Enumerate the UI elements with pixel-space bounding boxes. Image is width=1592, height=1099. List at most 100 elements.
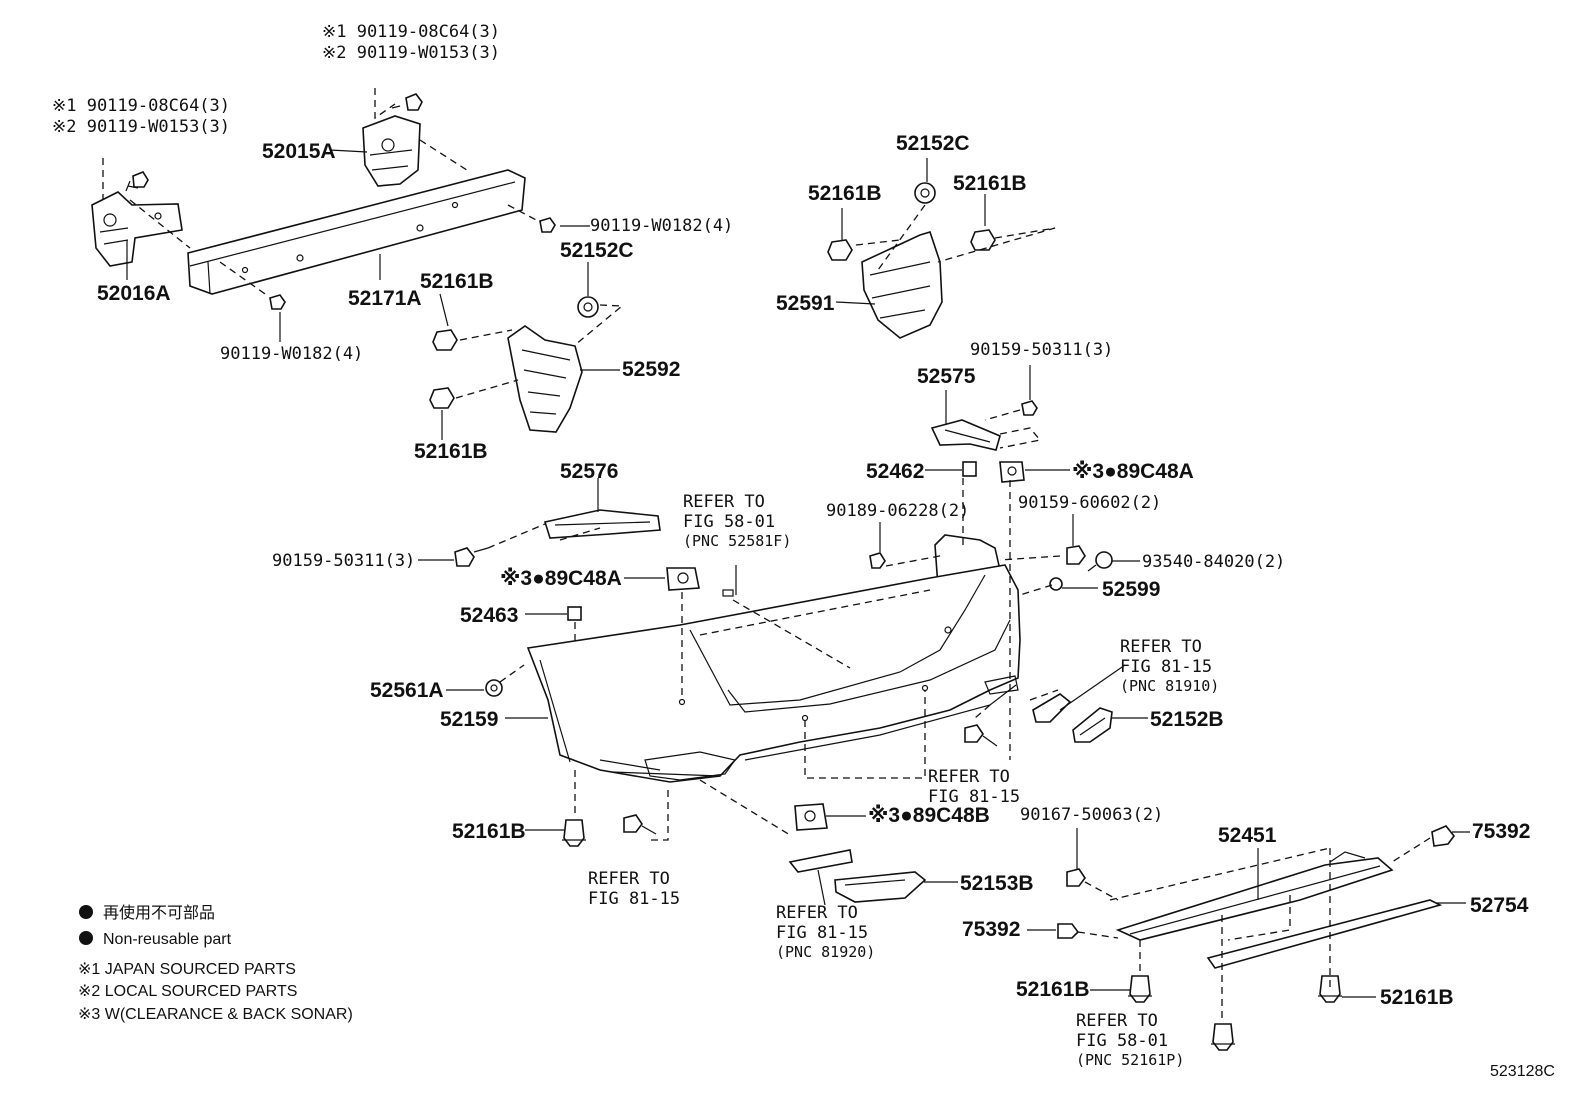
- part-label: 75392: [1472, 820, 1530, 843]
- nut-icon: [914, 182, 936, 204]
- bolt-icon: [539, 217, 556, 233]
- bolt-icon: [869, 552, 886, 569]
- part-number-label: ※2 90119-W0153(3): [52, 117, 230, 137]
- refer-line: (PNC 52161P): [1076, 1051, 1184, 1069]
- bracket-52592: [507, 325, 583, 433]
- refer-line: REFER TO: [776, 903, 858, 923]
- part-label: 52463: [460, 604, 518, 627]
- refer-line: REFER TO: [1120, 637, 1202, 657]
- part-label: 52591: [776, 292, 835, 315]
- nut-icon: [577, 296, 599, 318]
- clip-icon: [562, 819, 586, 847]
- clip-icon: [1128, 975, 1152, 1003]
- part-label: 52451: [1218, 824, 1277, 847]
- clip-icon: [1318, 975, 1342, 1003]
- clip-icon: [1057, 923, 1080, 939]
- part-label: 52592: [622, 358, 680, 381]
- part-number-label: 90119-W0182(4): [220, 344, 363, 364]
- refer-block-81-15-a: REFER TO FIG 81-15: [928, 767, 1020, 807]
- refer-line: FIG 81-15: [928, 787, 1020, 807]
- refer-line: FIG 81-15: [776, 923, 868, 943]
- retainer-89C48B: [794, 803, 828, 831]
- clip-52561A: [485, 679, 503, 697]
- bolt-icon: [125, 171, 149, 192]
- part-label: 52561A: [370, 679, 444, 702]
- refer-line: (PNC 81910): [1120, 677, 1219, 695]
- part-number-label: ※2 90119-W0153(3): [322, 43, 500, 63]
- part-label: 52159: [440, 708, 498, 731]
- part-label: 52016A: [97, 282, 171, 305]
- clip-icon: [970, 229, 996, 251]
- bolt-icon: [964, 724, 998, 747]
- figure-code: 523128C: [1490, 1063, 1555, 1080]
- bolt-icon: [1021, 400, 1038, 416]
- reflector-81910: [1032, 693, 1072, 723]
- refer-line: FIG 58-01: [683, 512, 775, 532]
- part-label: 52161B: [420, 270, 494, 293]
- nut-icon: [1087, 551, 1113, 572]
- retainer-52575: [930, 419, 1001, 451]
- part-number-label: 90159-50311(3): [272, 551, 415, 571]
- spacer-52463: [567, 606, 582, 621]
- bolt-icon: [391, 93, 423, 111]
- clip-icon: [429, 387, 455, 409]
- clip-icon: [827, 239, 853, 261]
- part-label: 75392: [962, 918, 1020, 941]
- refer-line: (PNC 81920): [776, 943, 875, 961]
- part-label: ※3●89C48A: [500, 567, 622, 590]
- part-number-label: ※1 90119-08C64(3): [322, 22, 500, 42]
- clip-icon: [1211, 1023, 1235, 1051]
- legend-line: ※2 LOCAL SOURCED PARTS: [78, 983, 297, 1000]
- nut-icon: [1049, 577, 1063, 591]
- part-label: 52171A: [348, 287, 422, 310]
- part-label: ※3●89C48B: [868, 804, 990, 827]
- refer-line: REFER TO: [588, 869, 670, 889]
- legend-line: ※3 W(CLEARANCE & BACK SONAR): [78, 1006, 353, 1023]
- bolt-icon: [454, 547, 489, 567]
- refer-line: FIG 81-15: [1120, 657, 1212, 677]
- bolt-icon: [269, 294, 286, 310]
- refer-block-81-15-81920: REFER TO FIG 81-15 (PNC 81920): [776, 903, 875, 961]
- part-label: 52152C: [560, 239, 634, 262]
- part-label: 52152C: [896, 132, 970, 155]
- leader-lines: [126, 149, 1470, 998]
- legend: 再使用不可部品 Non-reusable part ※1 JAPAN SOURC…: [78, 904, 353, 1023]
- refer-line: FIG 81-15: [588, 889, 680, 909]
- part-label: 52153B: [960, 872, 1034, 895]
- spacer-52462: [962, 461, 977, 477]
- retainer-89C48A-right: [999, 461, 1025, 483]
- refer-block-81-15-b: REFER TO FIG 81-15: [588, 869, 680, 909]
- bolt-icon: [1066, 545, 1086, 565]
- small-tab-icon: [722, 589, 734, 597]
- part-number-label: 90159-50311(3): [970, 340, 1113, 360]
- retainer-89C48A-left: [666, 567, 700, 591]
- bracket-52016A: [91, 191, 183, 267]
- part-label: ※3●89C48A: [1072, 460, 1194, 483]
- part-label: 52161B: [414, 440, 488, 463]
- bracket-52591: [861, 231, 943, 339]
- part-label: 52015A: [262, 140, 336, 163]
- legend-line: Non-reusable part: [103, 931, 232, 948]
- part-label: 52161B: [953, 172, 1027, 195]
- part-number-label: 90189-06228(2): [826, 501, 969, 521]
- non-reusable-dot-icon: [79, 931, 93, 945]
- part-label: 52576: [560, 460, 618, 483]
- bumper-reinforcement-52171A: [187, 169, 526, 295]
- bolt-icon: [1066, 868, 1086, 887]
- part-label: 52754: [1470, 894, 1529, 917]
- cover-52152B: [1072, 707, 1113, 743]
- reflector-81920: [788, 849, 853, 873]
- refer-line: REFER TO: [928, 767, 1010, 787]
- part-number-label: 90119-W0182(4): [590, 216, 733, 236]
- refer-block-58-01-52581F: REFER TO FIG 58-01 (PNC 52581F): [683, 492, 791, 550]
- moulding-52754: [1206, 899, 1443, 969]
- part-label: 52152B: [1150, 708, 1224, 731]
- refer-line: FIG 58-01: [1076, 1031, 1168, 1051]
- part-label: 52462: [866, 460, 924, 483]
- refer-line: (PNC 52581F): [683, 532, 791, 550]
- refer-block-58-01-52161P: REFER TO FIG 58-01 (PNC 52161P): [1076, 1011, 1184, 1069]
- part-number-label: 90167-50063(2): [1020, 805, 1163, 825]
- part-number-label: ※1 90119-08C64(3): [52, 96, 230, 116]
- refer-line: REFER TO: [683, 492, 765, 512]
